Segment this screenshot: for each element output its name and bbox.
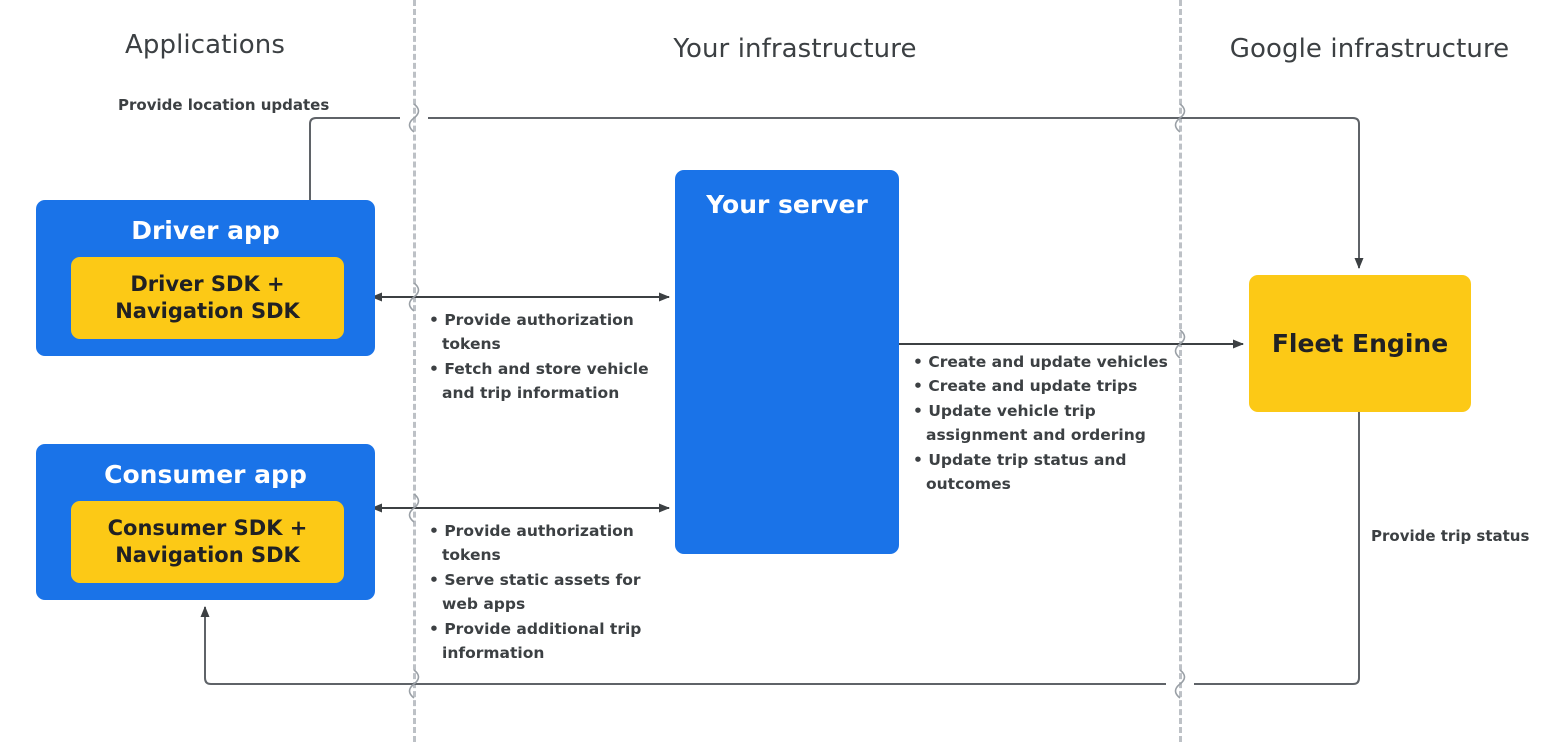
zone-title-your-infrastructure: Your infrastructure <box>673 34 917 64</box>
edge-label-trip-status: Provide trip status <box>1371 527 1530 545</box>
edge-label-location-updates: Provide location updates <box>118 96 330 114</box>
connector-driver-server <box>371 282 670 312</box>
bullet-item: Create and update trips <box>913 374 1175 398</box>
zone-divider-right <box>1179 0 1182 742</box>
zone-divider-left <box>413 0 416 742</box>
consumer-sdk-line1: Consumer SDK + <box>107 515 308 540</box>
driver-app-box[interactable]: Driver app Driver SDK + Navigation SDK <box>36 200 375 356</box>
bullet-item: Create and update vehicles <box>913 350 1175 374</box>
bullet-item: Fetch and store vehicle and trip informa… <box>429 357 679 406</box>
bullet-item: Update vehicle trip assignment and order… <box>913 399 1175 448</box>
driver-sdk-line1: Driver SDK + <box>130 271 285 296</box>
bullet-item: Provide authorization tokens <box>429 519 679 568</box>
driver-app-title: Driver app <box>131 216 280 245</box>
bullet-item: Update trip status and outcomes <box>913 448 1175 497</box>
edge-bullets-server-fleet: Create and update vehicles Create and up… <box>913 350 1175 497</box>
connector-consumer-server <box>371 493 670 523</box>
consumer-app-box[interactable]: Consumer app Consumer SDK + Navigation S… <box>36 444 375 600</box>
zone-title-google-infrastructure: Google infrastructure <box>1229 34 1510 64</box>
zone-title-applications: Applications <box>124 30 286 60</box>
consumer-sdk-label: Consumer SDK + Navigation SDK <box>108 515 308 570</box>
driver-sdk-label: Driver SDK + Navigation SDK <box>115 271 300 326</box>
driver-sdk-line2: Navigation SDK <box>115 299 300 323</box>
driver-sdk-box[interactable]: Driver SDK + Navigation SDK <box>71 257 344 339</box>
fleet-engine-box[interactable]: Fleet Engine <box>1249 275 1471 412</box>
your-server-box[interactable]: Your server <box>675 170 899 554</box>
edge-bullets-consumer-server: Provide authorization tokens Serve stati… <box>429 519 679 666</box>
bullet-item: Provide additional trip information <box>429 617 679 666</box>
your-server-title: Your server <box>706 190 868 219</box>
consumer-sdk-box[interactable]: Consumer SDK + Navigation SDK <box>71 501 344 583</box>
consumer-app-title: Consumer app <box>104 460 307 489</box>
edge-bullets-driver-server: Provide authorization tokens Fetch and s… <box>429 308 679 406</box>
fleet-engine-title: Fleet Engine <box>1271 329 1449 358</box>
consumer-sdk-line2: Navigation SDK <box>115 543 300 567</box>
bullet-item: Provide authorization tokens <box>429 308 679 357</box>
bullet-item: Serve static assets for web apps <box>429 568 679 617</box>
